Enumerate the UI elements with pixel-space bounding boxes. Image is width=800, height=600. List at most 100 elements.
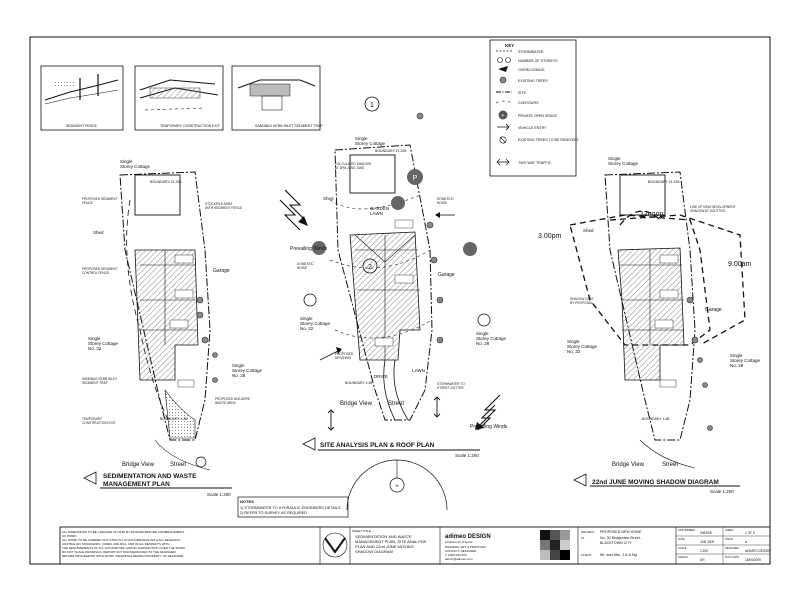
svg-text:PROPOSED BUILDERS: PROPOSED BUILDERS (215, 397, 250, 401)
existing-cottage-outline (134, 174, 181, 216)
legend-storeys-symbol (497, 57, 503, 63)
svg-text:PROPOSED SEDIMENT: PROPOSED SEDIMENT (82, 197, 117, 201)
north-compass-icon (389, 477, 405, 493)
svg-text:A: A (745, 540, 748, 544)
legend-key: KEY P STORMWATER NUMBER OF STOREYS OVERL… (489, 39, 579, 177)
legend-item-two-way-traffic: TWO WAY TRAFFIC (518, 161, 552, 165)
label-garage: Garage (438, 272, 455, 278)
svg-text:LINE OF NEW DEVELOPMENT: LINE OF NEW DEVELOPMENT (690, 205, 736, 209)
legend-tree-removed-icon (499, 136, 507, 144)
svg-text:CLIENT: CLIENT (581, 553, 592, 557)
legend-item-site: SITE (518, 91, 527, 95)
prevailing-winds-arrow-nw (279, 189, 308, 231)
svg-text:1:200: 1:200 (700, 549, 708, 553)
svg-text:0063/09: 0063/09 (700, 531, 712, 535)
label-time-3pm: 3.00pm (538, 233, 562, 240)
notes-box: NOTES 1) STORMWATER TO HYDRAULIC ENGINEE… (237, 496, 349, 518)
detail-2-caption: TEMPORARY CONSTRUCTION EXIT (160, 124, 221, 128)
label-time-noon: 12noon (640, 211, 663, 218)
company-logo-mosaic (540, 530, 570, 560)
svg-text:CONSTRUCTION EXIT: CONSTRUCTION EXIT (82, 421, 116, 425)
svg-text:SCALE: SCALE (678, 546, 687, 550)
north-point-icon (83, 471, 97, 485)
north-point-icon (573, 473, 587, 487)
chevron-logo-icon (324, 537, 346, 554)
private-open-space-marker (312, 241, 326, 255)
svg-text:DOMESTIC: DOMESTIC (297, 262, 315, 266)
street-name-middle-2: Street (388, 401, 404, 407)
svg-text:ISSUE: ISSUE (725, 537, 733, 541)
svg-text:DO NOT SCALE DRAWINGS. REPORT: DO NOT SCALE DRAWINGS. REPORT ANY DISCRE… (62, 550, 176, 554)
plan-scale-left: Scale 1:200 (207, 492, 231, 497)
legend-item-contours: CONTOURS (518, 101, 539, 105)
svg-text:ALL WORK TO BE CARRIED OUT STR: ALL WORK TO BE CARRIED OUT STRICTLY IN A… (62, 538, 180, 542)
svg-text:N: N (396, 483, 399, 488)
label-boundary-bottom: BOUNDARY 4.85 (345, 381, 373, 385)
site-boundary (604, 171, 696, 441)
site-boundary (334, 144, 433, 421)
shadow-outline-9am (609, 214, 746, 346)
tree-icon (686, 296, 694, 304)
svg-text:SEDIMENT TRAP: SEDIMENT TRAP (82, 381, 108, 385)
contour-line (329, 194, 421, 210)
svg-text:PROPOSED SEDIMENT: PROPOSED SEDIMENT (82, 267, 117, 271)
title-block: ALL DIMENSIONS TO BE CHECKED ON SITE BY … (59, 526, 771, 565)
svg-text:T: 0400 000 000: T: 0400 000 000 (445, 553, 467, 557)
company-name: adimeo DESIGN (445, 534, 491, 540)
sheet-title-4: SHADOW DIAGRAM (355, 549, 393, 554)
street-name-right-2: Street (662, 462, 678, 468)
legend-tree-icon (499, 76, 507, 84)
notes-title: NOTES (240, 499, 254, 504)
label-lawn: LAWN (412, 368, 425, 373)
construction-details: SEDIMENT FENCE TEMPORARY CONSTRUCTION EX… (40, 65, 323, 131)
svg-text:PROPOSED: PROPOSED (335, 352, 354, 356)
label-shed: Shed (93, 230, 104, 235)
legend-item-overlooking: OVERLOOKING (518, 68, 545, 72)
tree-icon (196, 296, 204, 304)
label-boundary-top: BOUNDARY 21.335 (648, 180, 679, 184)
svg-text:1 OF 5: 1 OF 5 (745, 531, 755, 535)
prevailing-winds-arrow-se (475, 394, 501, 431)
street-name-left: Bridge View (122, 462, 155, 468)
street-name-left-2: Street (170, 462, 186, 468)
svg-text:DR: DR (700, 558, 705, 562)
client-name: Mr. and Mrs. J & A Ng (600, 553, 637, 557)
svg-text:1: 1 (370, 102, 374, 109)
svg-text:AUSTRALIAN STANDARDS, CODES AN: AUSTRALIAN STANDARDS, CODES AND BCA, AND… (62, 542, 169, 546)
svg-text:NOISE: NOISE (437, 201, 447, 205)
label-boundary-top: BOUNDARY 21.335 (375, 149, 406, 153)
svg-text:PROJECT: PROJECT (581, 530, 595, 534)
sheet-title-3: PLAN AND 22nd JUNE MOVING (355, 544, 414, 549)
detail-sandbag-kerb-inlet: SANDBAG KERB INLET SEDIMENT TRAP (231, 65, 323, 131)
sheet-title-2: MANAGEMENT PLAN, SITE ANALYSIS (355, 539, 427, 544)
storeys-marker (477, 313, 491, 327)
label-garage: Garage (213, 268, 230, 274)
general-notes: ALL DIMENSIONS TO BE CHECKED ON SITE BY … (62, 530, 186, 558)
detail-sediment-fence: SEDIMENT FENCE (40, 65, 124, 131)
svg-text:ALL DIMENSIONS TO BE CHECKED O: ALL DIMENSIONS TO BE CHECKED ON SITE BY … (62, 530, 184, 534)
svg-text:SANDBAG KERB INLET: SANDBAG KERB INLET (82, 377, 117, 381)
detail-3-caption: SANDBAG KERB INLET SEDIMENT TRAP (255, 124, 323, 128)
street-name-middle: Bridge View (340, 401, 373, 407)
label-shed: Shed (323, 196, 334, 201)
svg-text:ADIMEO DESIGN: ADIMEO DESIGN (745, 549, 771, 553)
two-way-traffic-arrow-icon (327, 409, 335, 431)
legend-item-storeys: NUMBER OF STOREYS (518, 59, 558, 63)
svg-text:DESIGNER: DESIGNER (725, 546, 739, 550)
legend-overlooking-arrow-icon (498, 66, 508, 72)
legend-item-vehicle-entry: VEHICLE ENTRY (518, 126, 547, 130)
storeys-marker (303, 293, 317, 307)
legend-item-stormwater: STORMWATER (518, 50, 544, 54)
label-prevailing-winds-1: Prevailing Winds (290, 246, 328, 252)
legend-item-existing-trees: EXISTING TREES (518, 79, 548, 83)
svg-text:18/06/2009: 18/06/2009 (745, 558, 761, 562)
